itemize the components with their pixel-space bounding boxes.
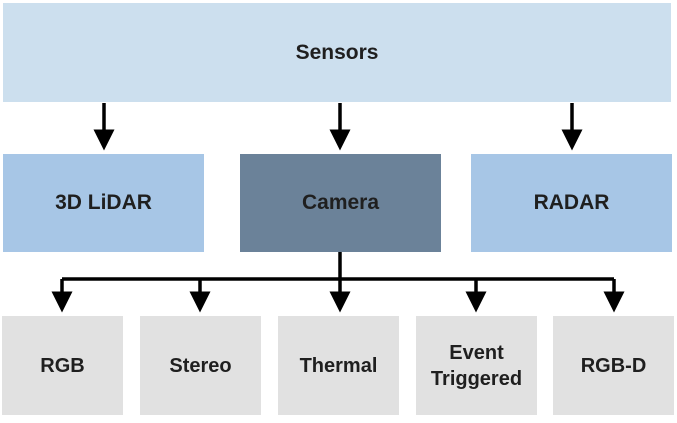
event-triggered-box: Event Triggered <box>416 316 537 415</box>
camera-label: Camera <box>301 191 380 214</box>
stereo-label: Stereo <box>169 354 232 377</box>
thermal-label: Thermal <box>299 354 378 377</box>
event-triggered-label: Event Triggered <box>430 341 523 390</box>
rgbd-label: RGB-D <box>580 354 647 377</box>
radar-box: RADAR <box>471 154 672 252</box>
rgbd-box: RGB-D <box>553 316 674 415</box>
rgb-box: RGB <box>2 316 123 415</box>
sensors-box: Sensors <box>3 3 671 102</box>
radar-label: RADAR <box>533 191 610 214</box>
lidar-box: 3D LiDAR <box>3 154 204 252</box>
thermal-box: Thermal <box>278 316 399 415</box>
lidar-label: 3D LiDAR <box>55 191 152 214</box>
sensors-label: Sensors <box>295 40 379 64</box>
camera-box: Camera <box>240 154 441 252</box>
rgb-label: RGB <box>40 354 85 377</box>
stereo-box: Stereo <box>140 316 261 415</box>
